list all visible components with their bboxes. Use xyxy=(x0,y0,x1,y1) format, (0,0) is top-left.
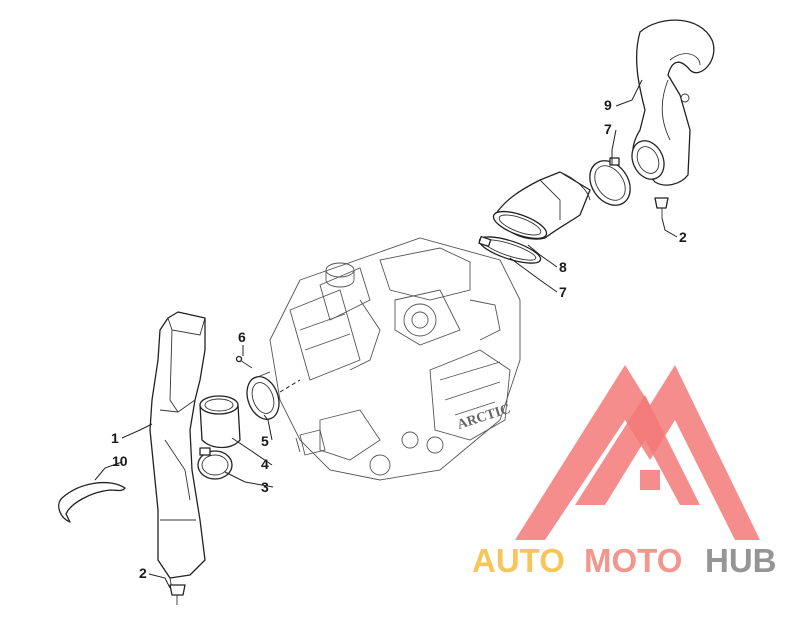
leader-lines xyxy=(94,79,678,589)
part-5-gasket xyxy=(246,371,280,420)
engine-assembly: ARCTIC xyxy=(269,237,521,481)
part-1-intake-duct xyxy=(149,311,206,591)
engine-badge: ARCTIC xyxy=(455,402,512,433)
callout-labels: 1 10 2 3 4 5 6 8 7 9 7 2 xyxy=(111,97,687,581)
watermark-hub: HUB xyxy=(705,542,777,579)
watermark-logo-icon xyxy=(515,365,760,540)
automotohub-watermark: AUTO MOTO HUB xyxy=(472,365,777,579)
part-2-bolt-upper xyxy=(654,197,669,218)
watermark-auto: AUTO xyxy=(472,542,565,579)
callout-10: 10 xyxy=(112,453,128,469)
part-2-bolt-lower xyxy=(169,584,186,605)
part-9-upper-duct xyxy=(631,19,715,186)
callout-3: 3 xyxy=(261,479,269,495)
part-7-clamp-lower xyxy=(478,235,542,264)
callout-5: 5 xyxy=(261,433,269,449)
callout-8: 8 xyxy=(559,259,567,275)
callout-6: 6 xyxy=(238,329,246,345)
callout-9: 9 xyxy=(604,97,612,113)
callout-7-upper: 7 xyxy=(604,121,612,137)
callout-2-lower: 2 xyxy=(139,565,147,581)
callout-7-lower: 7 xyxy=(559,284,567,300)
part-7-clamp-upper xyxy=(589,157,631,206)
part-3-clamp xyxy=(197,447,233,480)
part-4-coupler xyxy=(199,395,241,449)
callout-4: 4 xyxy=(261,456,269,472)
part-8-boot xyxy=(492,171,591,240)
part-6-screw xyxy=(235,355,253,369)
callout-1: 1 xyxy=(111,430,119,446)
callout-2-upper: 2 xyxy=(679,229,687,245)
part-10-hose-clip xyxy=(58,481,126,523)
watermark-moto: MOTO xyxy=(584,542,682,579)
